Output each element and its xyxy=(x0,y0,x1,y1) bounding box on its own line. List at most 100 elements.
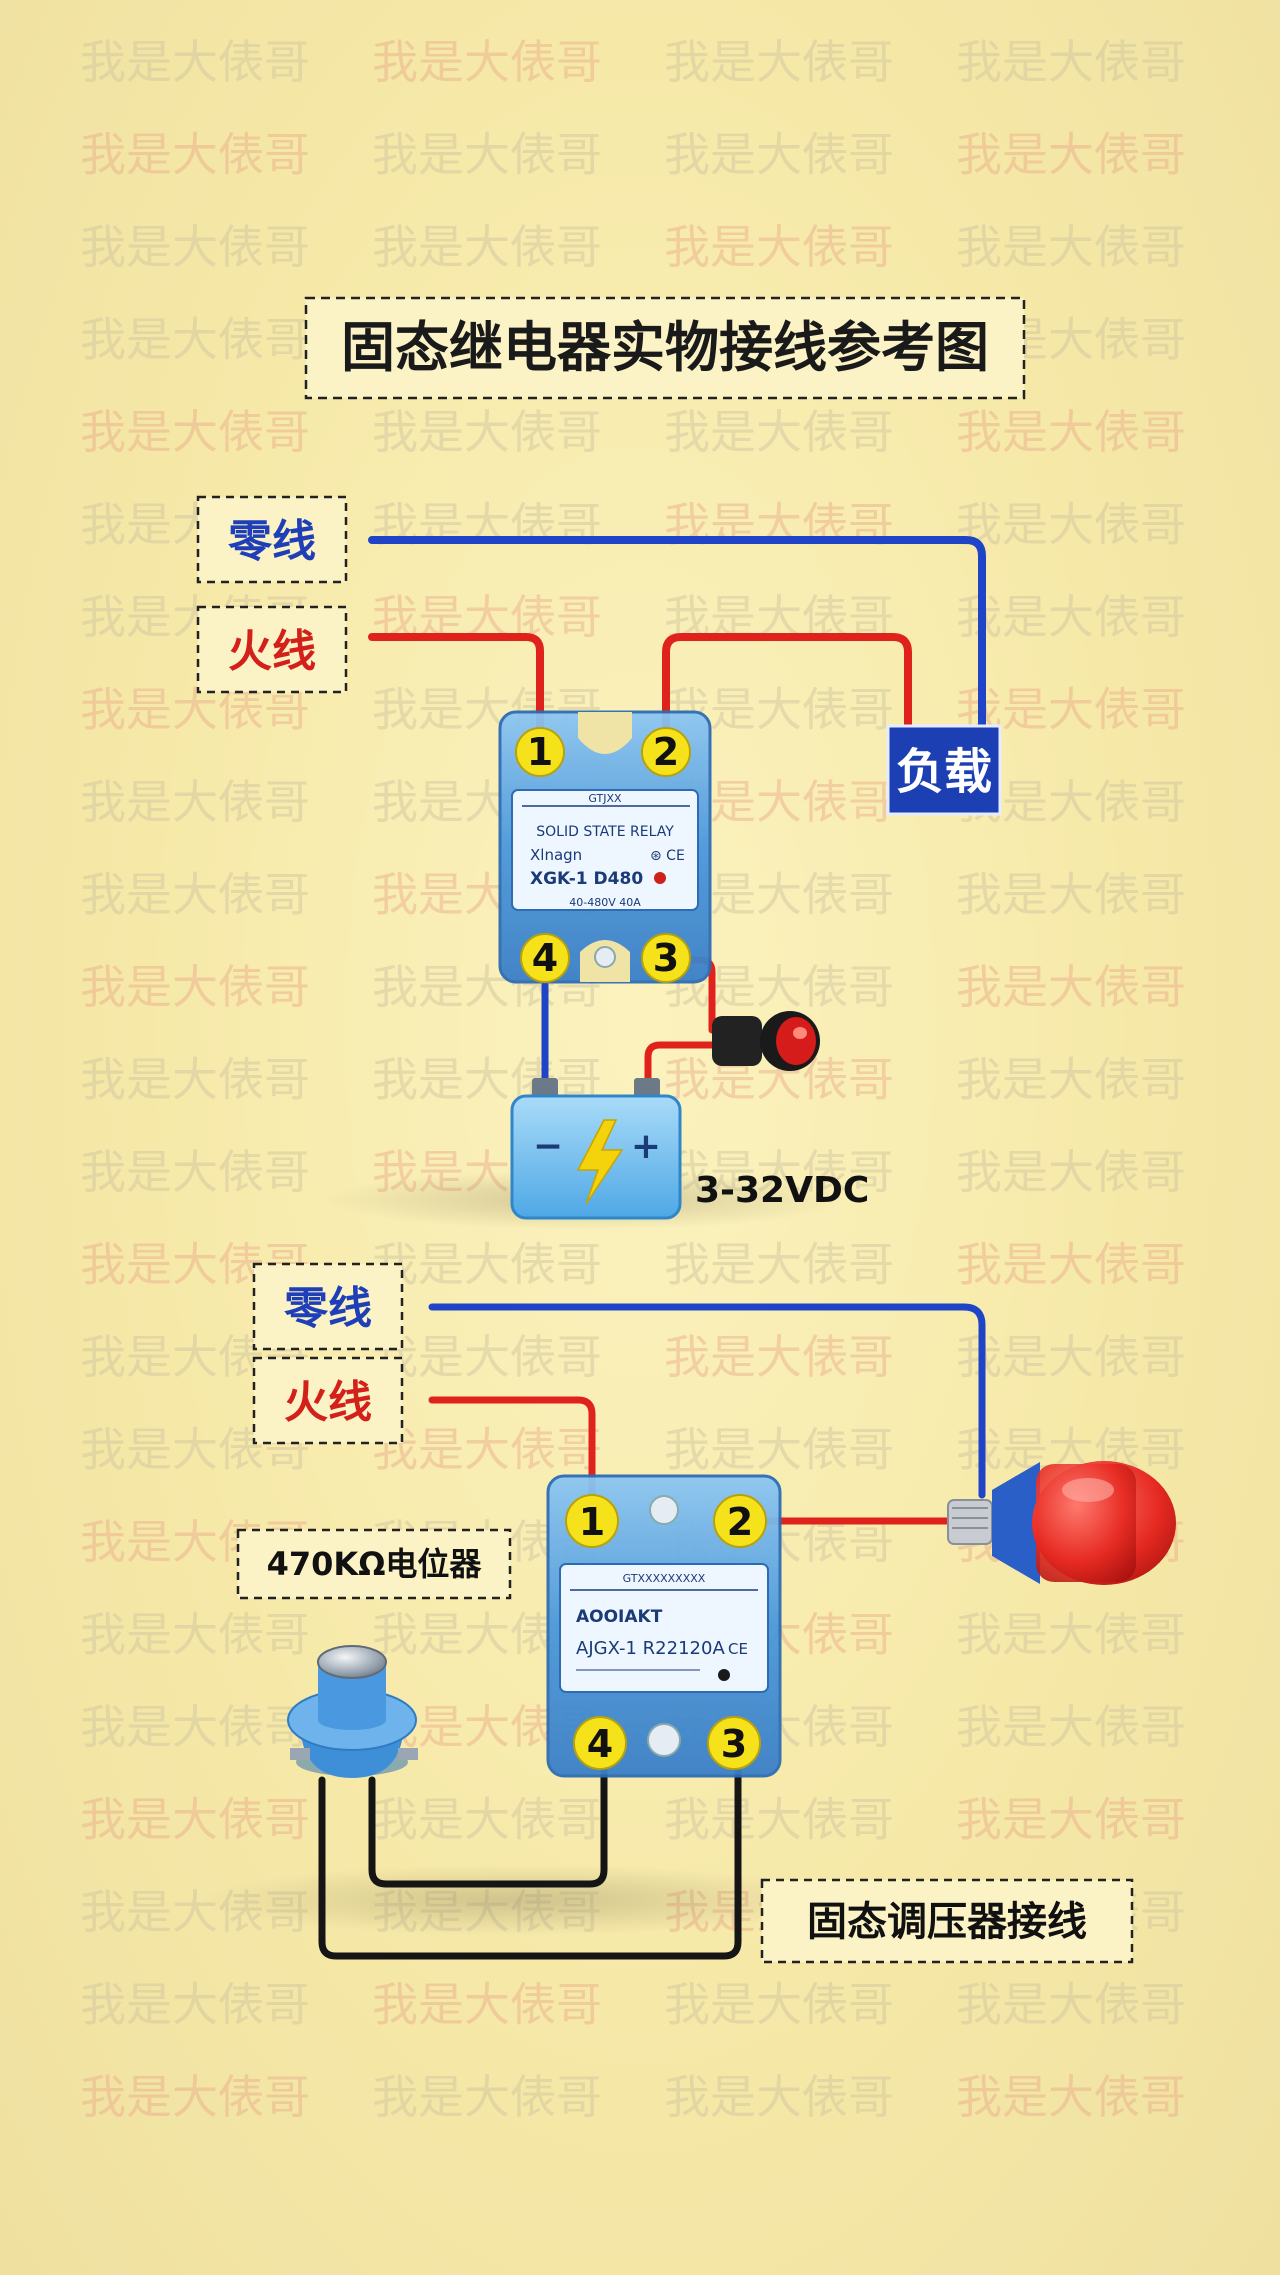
top-pin-2: 2 xyxy=(641,727,691,777)
battery: − + xyxy=(510,1078,682,1220)
battery-minus: − xyxy=(533,1126,563,1167)
top-pin-1: 1 xyxy=(515,727,565,777)
bottom-relay-marks: CE xyxy=(728,1640,748,1658)
top-neutral-label: 零线 xyxy=(196,495,348,584)
watermark-text: 我是大俵哥 xyxy=(664,1978,894,2032)
caption-box: 固态调压器接线 xyxy=(760,1878,1134,1964)
top-relay-model: XGK-1 D480 xyxy=(530,869,643,889)
voltage-label: 3-32VDC xyxy=(695,1170,869,1211)
watermark-text: 我是大俵哥 xyxy=(956,1238,1186,1292)
watermark-text: 我是大俵哥 xyxy=(372,1978,602,2032)
watermark-text: 我是大俵哥 xyxy=(956,498,1186,552)
top-neutral-wire xyxy=(368,536,986,744)
watermark-text: 我是大俵哥 xyxy=(956,868,1186,922)
pot-label: 470KΩ电位器 xyxy=(236,1528,512,1600)
watermark-text: 我是大俵哥 xyxy=(956,1053,1186,1107)
svg-text:3: 3 xyxy=(653,936,679,980)
watermark-text: 我是大俵哥 xyxy=(664,405,894,459)
watermark-text: 我是大俵哥 xyxy=(956,1608,1186,1662)
bottom-pin-4: 4 xyxy=(573,1716,627,1770)
watermark-text: 我是大俵哥 xyxy=(80,2070,310,2124)
watermark-text: 我是大俵哥 xyxy=(372,1423,602,1477)
push-button xyxy=(712,1011,820,1071)
watermark-text: 我是大俵哥 xyxy=(664,1793,894,1847)
watermark-text: 我是大俵哥 xyxy=(372,1330,602,1384)
pot-wire-to-pin3 xyxy=(318,1756,742,1960)
svg-text:4: 4 xyxy=(587,1722,613,1766)
top-relay-line1: SOLID STATE RELAY xyxy=(536,824,674,840)
bottom-neutral-label-text: 零线 xyxy=(284,1283,372,1334)
watermark-text: 我是大俵哥 xyxy=(664,128,894,182)
watermark-text: 我是大俵哥 xyxy=(80,220,310,274)
top-load-wire xyxy=(662,633,912,752)
watermark-text: 我是大俵哥 xyxy=(372,128,602,182)
watermark-text: 我是大俵哥 xyxy=(80,405,310,459)
top-pin-3: 3 xyxy=(641,933,691,983)
battery-plus: + xyxy=(631,1126,661,1167)
svg-text:1: 1 xyxy=(527,730,553,774)
watermark-text: 我是大俵哥 xyxy=(956,1145,1186,1199)
watermark-text: 我是大俵哥 xyxy=(80,1053,310,1107)
watermark-text: 我是大俵哥 xyxy=(956,128,1186,182)
bottom-relay-brand: AOOIAKT xyxy=(576,1607,663,1627)
watermark-text: 我是大俵哥 xyxy=(372,1238,602,1292)
watermark-text: 我是大俵哥 xyxy=(372,2070,602,2124)
top-live-label: 火线 xyxy=(196,605,348,694)
bottom-neutral-wire xyxy=(428,1303,986,1499)
top-switch-to-battery-wire xyxy=(644,1041,716,1096)
watermark-text: 我是大俵哥 xyxy=(664,1330,894,1384)
watermark-text: 我是大俵哥 xyxy=(372,35,602,89)
watermark-text: 我是大俵哥 xyxy=(956,1330,1186,1384)
watermark-text: 我是大俵哥 xyxy=(956,590,1186,644)
watermark-text: 我是大俵哥 xyxy=(80,313,310,367)
bottom-live-wire xyxy=(428,1396,596,1502)
svg-text:2: 2 xyxy=(727,1500,753,1544)
top-relay-header: GTJXX xyxy=(588,792,622,805)
live-label-text: 火线 xyxy=(228,626,316,677)
watermark-text: 我是大俵哥 xyxy=(956,35,1186,89)
lamp xyxy=(947,1461,1176,1585)
caption-text: 固态调压器接线 xyxy=(807,1899,1087,1945)
watermark-text: 我是大俵哥 xyxy=(80,35,310,89)
bottom-neutral-label: 零线 xyxy=(252,1262,404,1351)
potentiometer xyxy=(287,1645,418,1778)
page-title: 固态继电器实物接线参考图 xyxy=(341,316,989,379)
watermark-text: 我是大俵哥 xyxy=(80,960,310,1014)
watermark-text: 我是大俵哥 xyxy=(956,1793,1186,1847)
watermark-text: 我是大俵哥 xyxy=(956,1700,1186,1754)
title-box: 固态继电器实物接线参考图 xyxy=(304,296,1026,400)
bottom-relay-header: GTXXXXXXXXX xyxy=(623,1572,706,1585)
bottom-diagram: 零线 火线 470KΩ电位器 固态调压器接线 GTXXXXXXXXX AOOIA… xyxy=(200,1262,1176,1964)
watermark-text: 我是大俵哥 xyxy=(80,1793,310,1847)
watermark-text: 我是大俵哥 xyxy=(80,1700,310,1754)
watermark-text: 我是大俵哥 xyxy=(956,960,1186,1014)
lightning-icon xyxy=(576,1119,624,1205)
load-box: 负载 xyxy=(886,724,1002,816)
watermark-text: 我是大俵哥 xyxy=(664,35,894,89)
watermark-text: 我是大俵哥 xyxy=(80,868,310,922)
watermark-text: 我是大俵哥 xyxy=(80,1608,310,1662)
svg-text:3: 3 xyxy=(721,1722,747,1766)
watermark-text: 我是大俵哥 xyxy=(80,1978,310,2032)
top-live-wire-in xyxy=(368,633,544,752)
neutral-label-text: 零线 xyxy=(228,516,316,567)
top-relay: GTJXX SOLID STATE RELAY Xlnagn ⊛ CE XGK-… xyxy=(498,710,712,984)
svg-text:2: 2 xyxy=(653,730,679,774)
bottom-live-label-text: 火线 xyxy=(284,1377,372,1428)
pot-wire-to-pin4 xyxy=(368,1756,608,1888)
svg-text:1: 1 xyxy=(579,1500,605,1544)
watermark-text: 我是大俵哥 xyxy=(664,220,894,274)
watermark-text: 我是大俵哥 xyxy=(664,1238,894,1292)
bottom-relay-model: AJGX-1 R22120A xyxy=(576,1638,725,1659)
watermark-text: 我是大俵哥 xyxy=(956,1978,1186,2032)
pot-label-text: 470KΩ电位器 xyxy=(267,1545,483,1583)
watermark-text: 我是大俵哥 xyxy=(372,405,602,459)
bottom-relay-dot xyxy=(718,1669,730,1681)
watermark-text: 我是大俵哥 xyxy=(956,2070,1186,2124)
top-relay-brand: Xlnagn xyxy=(530,846,582,864)
watermark-text: 我是大俵哥 xyxy=(956,220,1186,274)
top-relay-marks: ⊛ CE xyxy=(650,848,685,864)
watermark-text: 我是大俵哥 xyxy=(80,775,310,829)
bottom-pin-1: 1 xyxy=(565,1494,619,1548)
